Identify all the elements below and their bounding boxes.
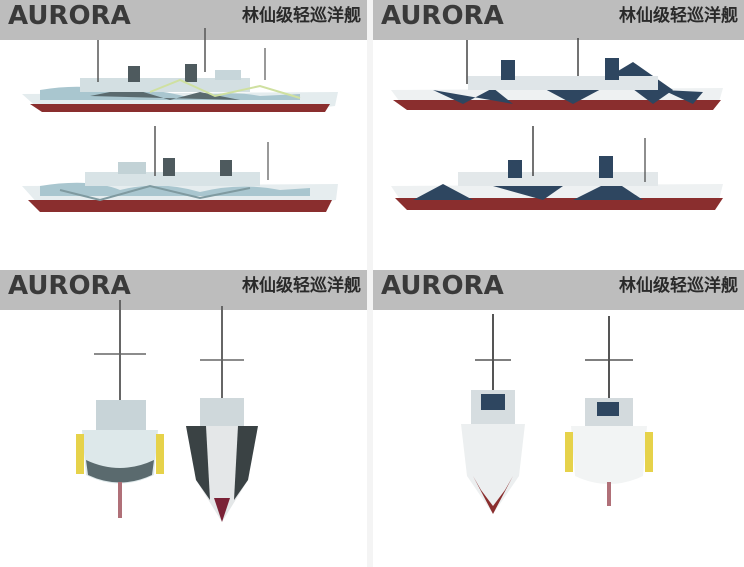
ship-front-view — [186, 306, 258, 522]
ship-side-top — [391, 38, 723, 110]
ship-front-view — [461, 314, 525, 514]
ship-rear-view — [76, 300, 164, 518]
ship-side-views — [391, 38, 723, 210]
ship-side-bottom — [22, 126, 338, 212]
ship-class-subtitle: 林仙级轻巡洋舰 — [242, 6, 361, 26]
brand-title: AURORA — [381, 1, 504, 31]
ship-end-views — [461, 314, 653, 514]
brand-title: AURORA — [8, 271, 131, 301]
ship-rear-view — [565, 316, 653, 506]
panel-side-light-camo: AURORA 林仙级轻巡洋舰 — [0, 0, 367, 248]
brand-title: AURORA — [8, 1, 131, 31]
ship-class-subtitle: 林仙级轻巡洋舰 — [619, 276, 738, 296]
panel-side-dazzle-camo: AURORA 林仙级轻巡洋舰 — [373, 0, 744, 248]
panel-header: AURORA 林仙级轻巡洋舰 — [0, 270, 367, 310]
ship-side-views — [22, 28, 338, 212]
ship-class-subtitle: 林仙级轻巡洋舰 — [619, 6, 738, 26]
vertical-gap — [367, 0, 373, 567]
panel-header: AURORA 林仙级轻巡洋舰 — [0, 0, 367, 40]
ship-side-top — [22, 28, 338, 112]
ship-class-subtitle: 林仙级轻巡洋舰 — [242, 276, 361, 296]
panel-header: AURORA 林仙级轻巡洋舰 — [373, 0, 744, 40]
panel-header: AURORA 林仙级轻巡洋舰 — [373, 270, 744, 310]
ship-side-bottom — [391, 126, 723, 210]
panel-front-rear-dazzle-camo: AURORA 林仙级轻巡洋舰 — [373, 270, 744, 532]
panel-front-rear-light-camo: AURORA 林仙级轻巡洋舰 — [0, 270, 367, 532]
ship-end-views — [76, 300, 258, 522]
brand-title: AURORA — [381, 271, 504, 301]
